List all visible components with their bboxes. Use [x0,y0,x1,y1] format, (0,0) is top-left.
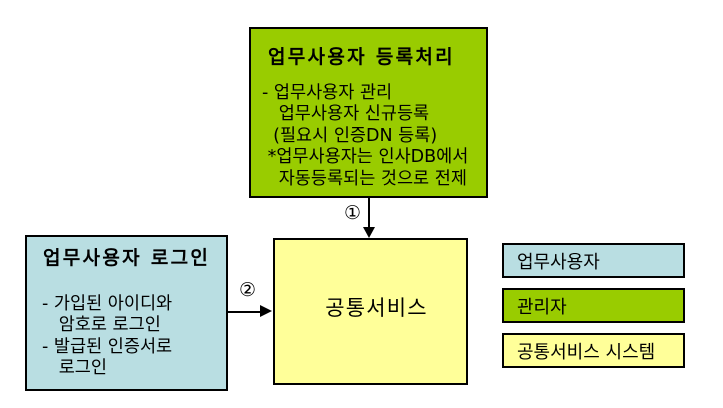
login-line: 로그인 [42,358,107,379]
login-line: 암호로 로그인 [42,315,161,336]
registration-line: *업무사용자는 인사DB에서 [262,147,469,168]
registration-box: 업무사용자 등록처리 - 업무사용자 관리 업무사용자 신규등록 (필요시 인증… [249,27,488,198]
common-service-label: 공통서비스 [325,296,428,320]
login-box-body: - 가입된 아이디와 암호로 로그인 - 발급된 인증서로 로그인 [42,294,172,380]
registration-line: (필요시 인증DN 등록) [262,125,438,146]
registration-box-body: - 업무사용자 관리 업무사용자 신규등록 (필요시 인증DN 등록) *업무사… [262,83,468,190]
common-service-box: 공통서비스 [273,238,468,385]
registration-line: 자동등록되는 것으로 전제 [262,168,467,189]
login-box: 업무사용자 로그인 - 가입된 아이디와 암호로 로그인 - 발급된 인증서로 … [25,235,228,391]
arrow-login-to-service-head [260,305,272,317]
legend-label-common-service-system: 공통서비스 시스템 [517,341,656,363]
registration-line: - 업무사용자 관리 [262,83,393,103]
legend-item-common-service-system: 공통서비스 시스템 [502,333,685,368]
step1-number: ① [344,202,362,224]
legend-item-admin: 관리자 [502,288,685,323]
login-line: - 가입된 아이디와 [42,294,173,314]
legend-label-admin: 관리자 [517,296,567,318]
arrow-registration-to-service-head [363,227,375,238]
arrow-registration-to-service-line [368,198,370,228]
step2-number: ② [239,279,257,301]
legend-item-business-user: 업무사용자 [502,243,685,278]
registration-box-title: 업무사용자 등록처리 [268,46,455,68]
registration-line: 업무사용자 신규등록 [262,104,430,125]
arrow-login-to-service-line [228,311,261,313]
login-line: - 발급된 인증서로 [42,336,173,357]
legend-label-business-user: 업무사용자 [517,251,600,273]
login-box-title: 업무사용자 로그인 [43,247,211,269]
